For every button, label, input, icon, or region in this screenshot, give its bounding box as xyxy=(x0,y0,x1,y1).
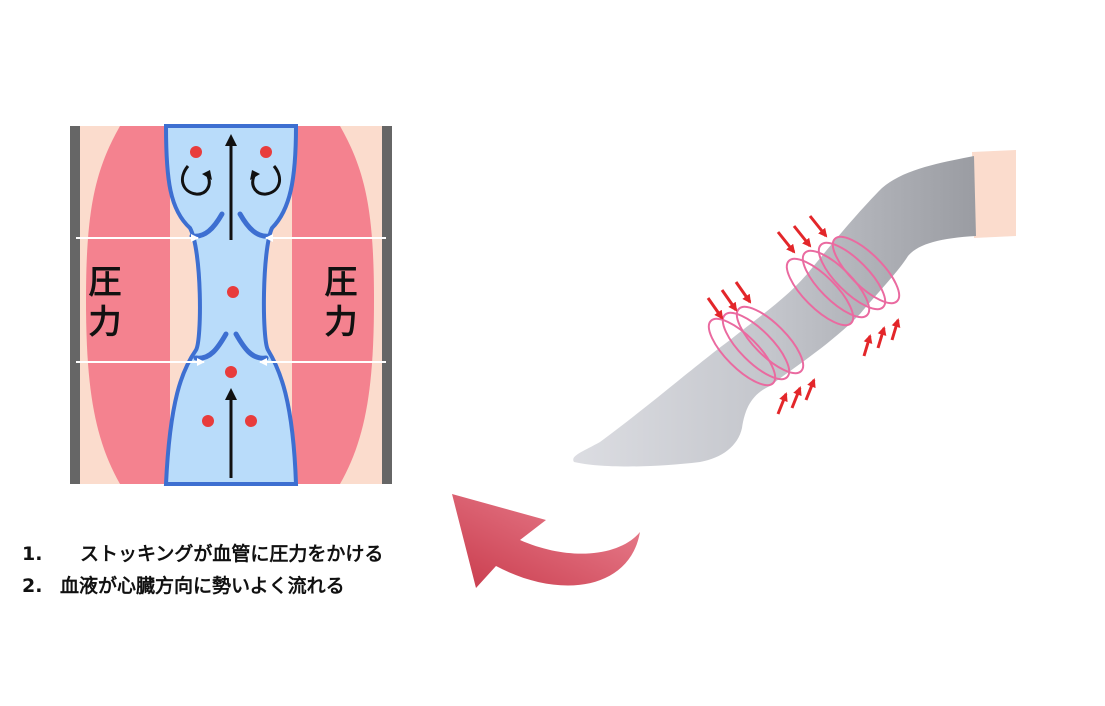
step-item: 2. 血液が心臓方向に勢いよく流れる xyxy=(22,570,462,602)
muscle-right xyxy=(292,126,374,484)
step-number: 2. xyxy=(22,575,43,597)
compression-rings-lower xyxy=(707,305,805,387)
blood-cell xyxy=(245,415,257,427)
step-text: ストッキングが血管に圧力をかける xyxy=(80,543,384,565)
pressure-label-left: 圧 力 xyxy=(88,262,122,341)
curved-pointer-arrow xyxy=(452,494,640,588)
blood-cell xyxy=(190,146,202,158)
swirl-left xyxy=(180,165,212,196)
explanation-steps: 1. ストッキングが血管に圧力をかける 2. 血液が心臓方向に勢いよく流れる xyxy=(22,538,462,602)
blood-cell xyxy=(260,146,272,158)
blood-cell xyxy=(227,286,239,298)
step-number: 1. xyxy=(22,543,43,565)
blood-cell xyxy=(225,366,237,378)
outer-wall-right xyxy=(382,126,392,484)
compression-arrows xyxy=(706,215,901,415)
blood-cell xyxy=(202,415,214,427)
thigh-skin xyxy=(972,150,1016,238)
swirl-right xyxy=(250,165,282,196)
vein-cross-section xyxy=(70,124,392,486)
compression-rings-upper xyxy=(785,235,901,327)
pressure-label-right: 圧 力 xyxy=(324,262,358,341)
blood-vessel xyxy=(163,124,299,486)
step-text: 血液が心臓方向に勢いよく流れる xyxy=(60,575,345,597)
stocking xyxy=(573,156,976,467)
muscle-left xyxy=(86,126,170,484)
outer-wall-left xyxy=(70,126,80,484)
step-item: 1. ストッキングが血管に圧力をかける xyxy=(22,538,462,570)
stocking-leg xyxy=(573,150,1016,467)
